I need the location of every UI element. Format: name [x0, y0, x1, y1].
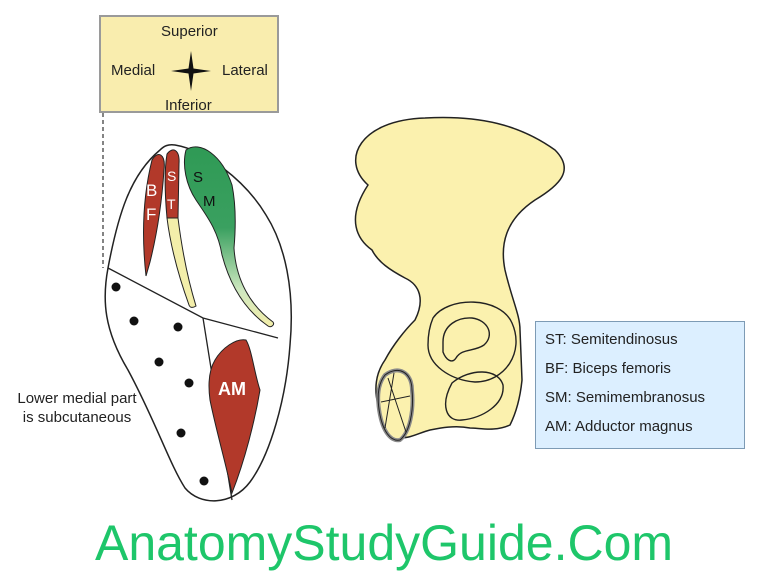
st-label-top: S	[167, 168, 176, 184]
subcutaneous-annotation-line2: is subcutaneous	[22, 409, 132, 426]
bf-label-top: B	[146, 181, 157, 200]
subcutaneous-dot	[154, 357, 164, 367]
st-label-bottom: T	[167, 196, 176, 212]
subcutaneous-annotation: Lower medial part is subcutaneous	[2, 389, 152, 427]
orientation-inferior: Inferior	[165, 97, 212, 114]
subcutaneous-dot	[199, 476, 209, 486]
orientation-superior: Superior	[161, 23, 218, 40]
subcutaneous-dot	[184, 378, 194, 388]
legend-item: SM: Semimembranosus	[545, 389, 706, 406]
semitendinosus-tendon	[166, 217, 197, 308]
subcutaneous-dot	[173, 322, 183, 332]
semimembranosus-muscle	[183, 146, 274, 328]
subcutaneous-dot	[129, 316, 139, 326]
sm-label-bottom: M	[203, 193, 216, 210]
bf-label-bottom: F	[146, 205, 156, 224]
acetabular-fossa	[442, 317, 490, 362]
compass-star-icon	[171, 51, 211, 91]
subcutaneous-annotation-line1: Lower medial part	[17, 390, 137, 407]
obturator-foramen	[444, 371, 504, 421]
ischial-facet-lines	[380, 372, 411, 433]
am-label: AM	[218, 379, 246, 399]
legend-box: ST: Semitendinosus BF: Biceps femoris SM…	[535, 321, 745, 449]
subcutaneous-dot	[176, 428, 186, 438]
sm-label-top: S	[193, 169, 203, 186]
legend-item: BF: Biceps femoris	[545, 360, 671, 377]
acetabulum-outline	[427, 301, 517, 383]
ischial-tuberosity-inner	[377, 370, 413, 441]
orientation-lateral: Lateral	[222, 62, 268, 79]
site-watermark: AnatomyStudyGuide.Com	[94, 515, 674, 571]
orientation-box: Superior Medial Lateral Inferior	[99, 15, 279, 114]
legend-item: ST: Semitendinosus	[545, 331, 678, 348]
orientation-medial: Medial	[111, 62, 156, 79]
legend-item: AM: Adductor magnus	[545, 418, 693, 435]
adductor-magnus-muscle	[208, 339, 261, 495]
subcutaneous-dot	[111, 282, 121, 292]
biceps-femoris-muscle	[143, 154, 165, 277]
